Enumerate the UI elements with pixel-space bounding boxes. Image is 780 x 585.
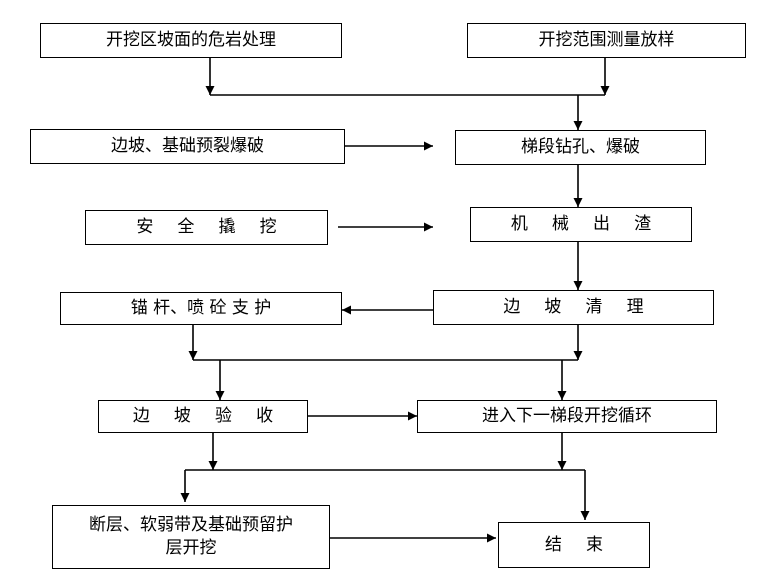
node-label: 机 械 出 渣 xyxy=(510,214,661,235)
node-slope-acceptance: 边 坡 验 收 xyxy=(98,400,308,433)
node-support: 锚 杆、喷 砼 支 护 xyxy=(60,292,342,325)
node-survey-layout: 开挖范围测量放样 xyxy=(467,23,746,58)
node-label: 安 全 撬 挖 xyxy=(136,217,286,238)
node-end: 结 束 xyxy=(498,522,650,568)
node-label: 进入下一梯段开挖循环 xyxy=(482,406,652,427)
node-label: 结 束 xyxy=(544,534,613,555)
node-slope-cleanup: 边 坡 清 理 xyxy=(433,290,714,325)
node-fault-reserved-layer: 断层、软弱带及基础预留护层开挖 xyxy=(52,505,330,569)
node-label: 锚 杆、喷 砼 支 护 xyxy=(130,298,272,319)
node-safe-scaling: 安 全 撬 挖 xyxy=(85,210,328,245)
node-label: 梯段钻孔、爆破 xyxy=(521,137,640,158)
node-next-bench-cycle: 进入下一梯段开挖循环 xyxy=(417,400,717,433)
node-presplit-blasting: 边坡、基础预裂爆破 xyxy=(30,129,345,164)
node-label: 开挖范围测量放样 xyxy=(538,30,675,51)
node-label: 断层、软弱带及基础预留护层开挖 xyxy=(89,515,293,558)
node-label: 边 坡 验 收 xyxy=(132,406,283,427)
node-bench-drilling-blasting: 梯段钻孔、爆破 xyxy=(455,130,706,165)
node-label: 边 坡 清 理 xyxy=(503,297,653,318)
node-danger-rock-treatment: 开挖区坡面的危岩处理 xyxy=(40,23,342,58)
node-label: 边坡、基础预裂爆破 xyxy=(111,136,264,157)
node-mucking: 机 械 出 渣 xyxy=(470,207,692,242)
node-label: 开挖区坡面的危岩处理 xyxy=(106,30,276,51)
